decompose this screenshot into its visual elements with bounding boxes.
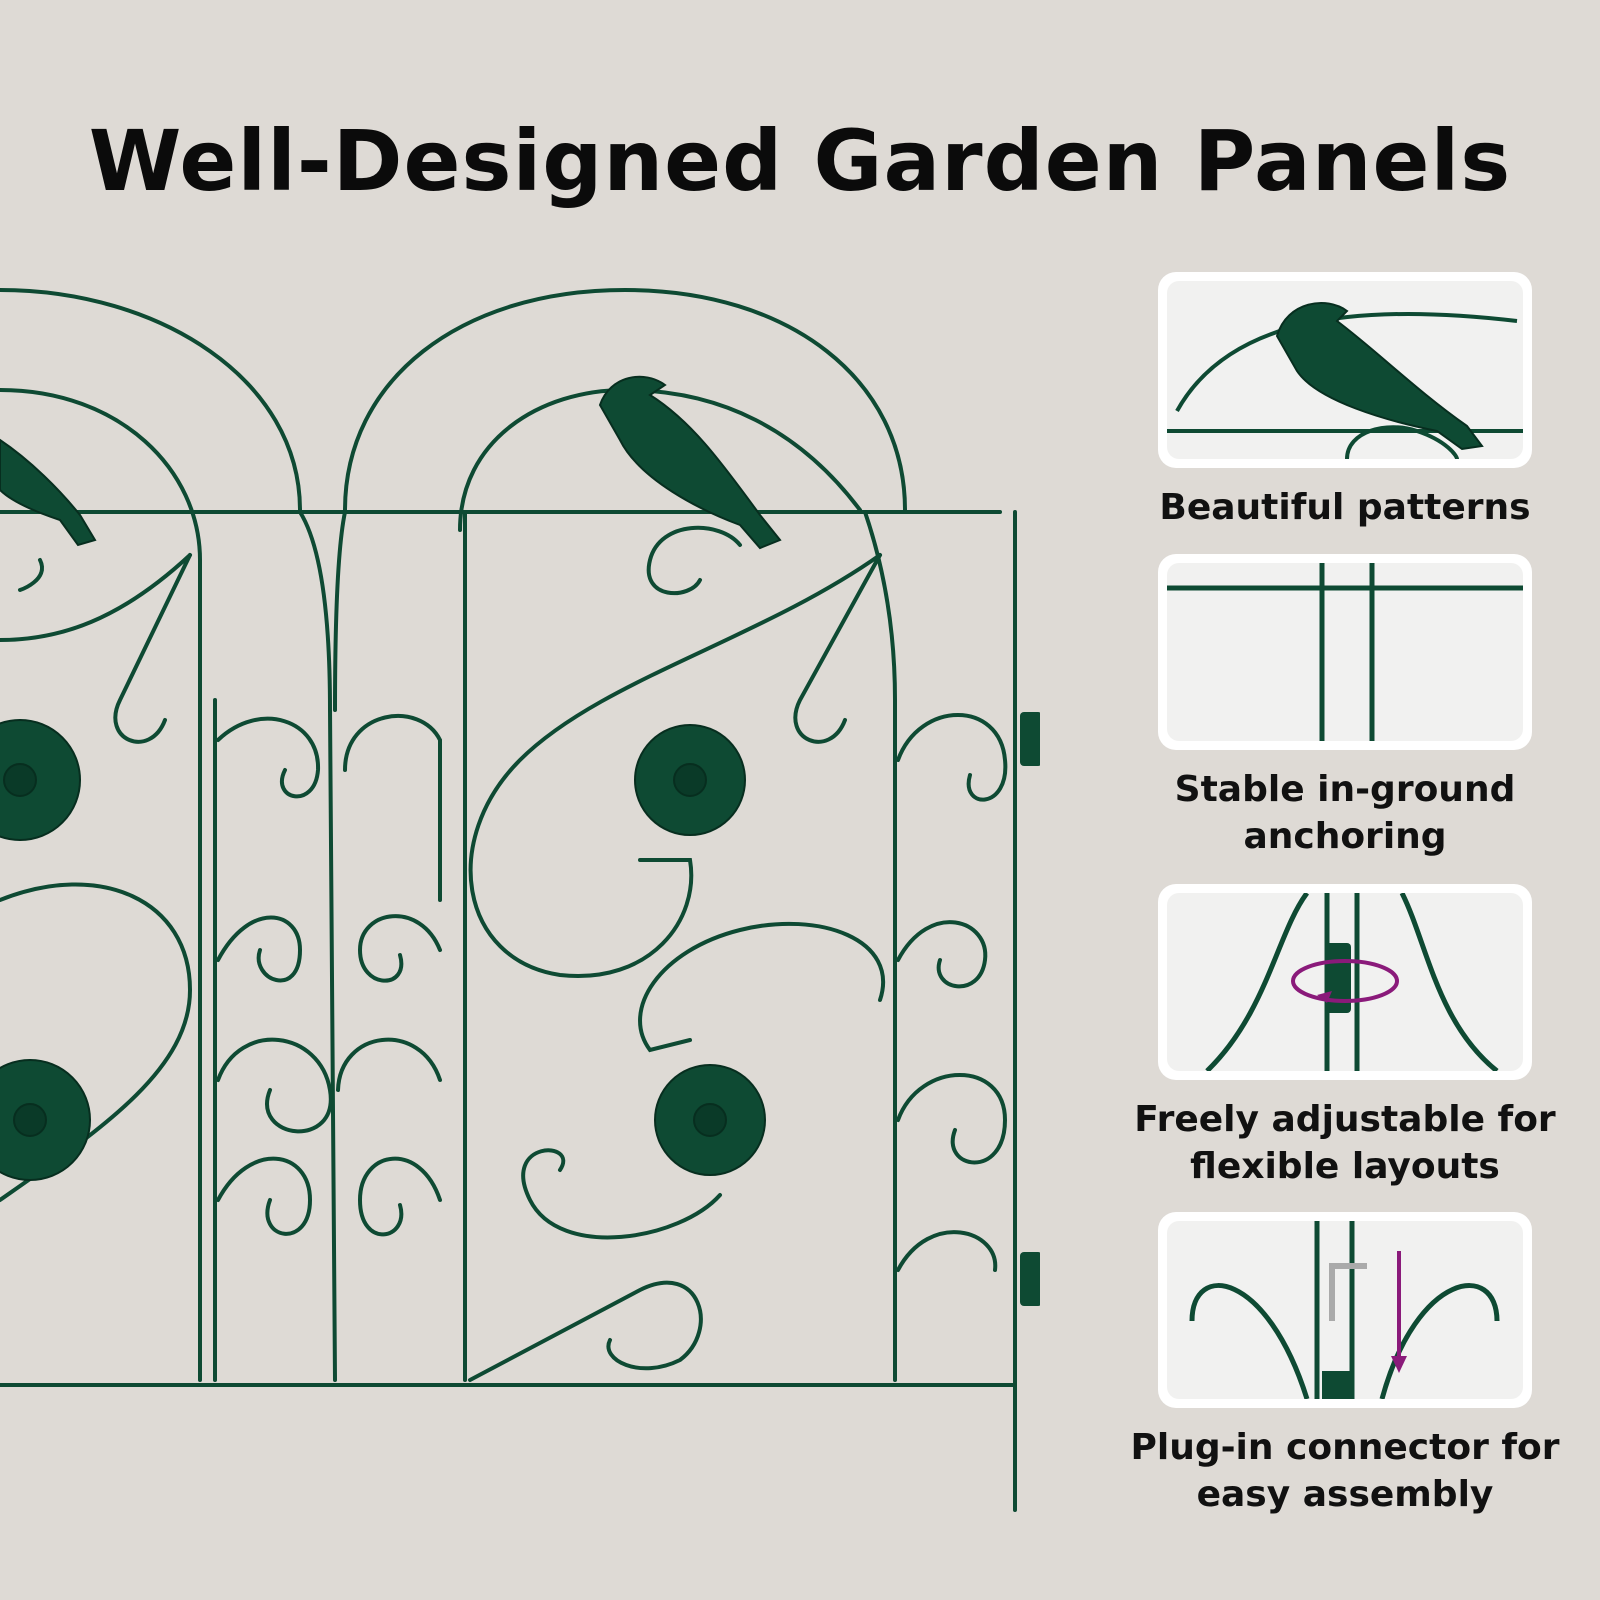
- feature-caption-adjustable: Freely adjustable for flexible layouts: [1134, 1099, 1556, 1187]
- stakes-detail-icon: [1167, 563, 1523, 741]
- feature-card-plugin: [1158, 1212, 1532, 1408]
- plug-connector-icon: [1189, 1221, 1500, 1399]
- bird-detail-icon: [1167, 302, 1523, 459]
- feature-card-patterns: [1158, 272, 1532, 468]
- page-title: Well-Designed Garden Panels: [88, 112, 1512, 210]
- feature-caption-patterns: Beautiful patterns: [1159, 487, 1531, 528]
- feature-caption-plugin: Plug-in connector for easy assembly: [1130, 1427, 1560, 1515]
- feature-card-anchoring: [1158, 554, 1532, 750]
- rotate-connector-icon: [1205, 893, 1499, 1071]
- feature-caption-anchoring: Stable in-ground anchoring: [1174, 769, 1516, 857]
- fence-panel-illustration: [0, 287, 1040, 1512]
- feature-card-adjustable: [1158, 884, 1532, 1080]
